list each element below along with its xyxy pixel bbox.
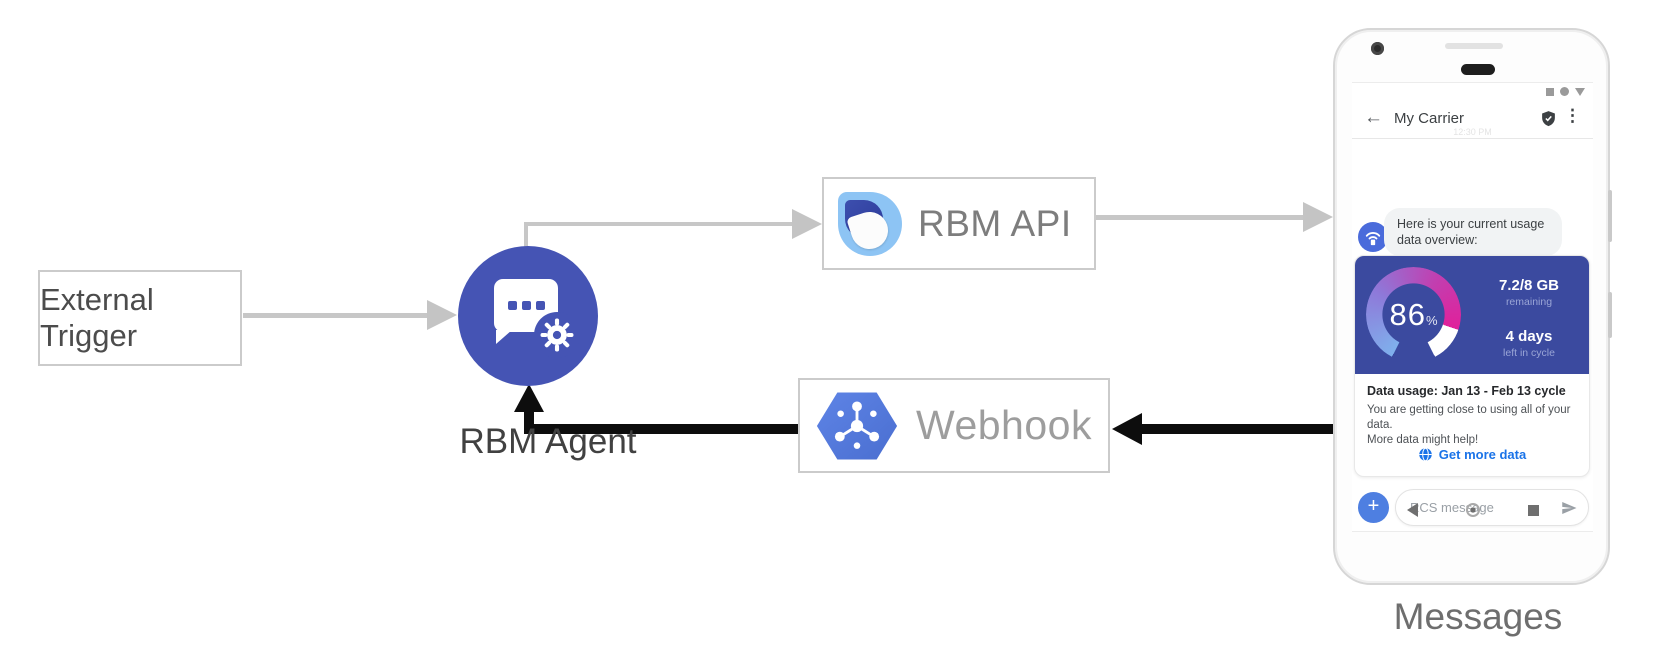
verified-shield-icon [1542,111,1555,127]
arrowhead-api-to-phone [1303,202,1333,232]
front-camera [1371,42,1384,55]
rbm-api-node: RBM API [822,177,1096,270]
usage-card-text: You are getting close to using all of yo… [1367,404,1571,446]
connector-agent-to-api-vertical [524,222,528,250]
connector-phone-to-webhook [1140,424,1334,434]
connector-webhook-to-agent-horizontal [524,424,798,434]
data-remaining-label: remaining [1505,296,1553,308]
rbm-api-label: RBM API [918,202,1072,244]
back-arrow-icon[interactable]: ← [1364,107,1383,128]
speaker-grille [1445,43,1503,49]
power-button[interactable] [1608,292,1612,338]
webhook-node: Webhook [798,378,1110,473]
phone-screen: ← My Carrier ⋮ 12:30 PM Here is your cur… [1352,82,1593,532]
earpiece [1461,64,1495,75]
arrowhead-agent-to-api [792,209,822,239]
usage-card-header: 86 % 7.2/8 GB remaining 4 days left in c… [1355,256,1589,374]
data-remaining-value: 7.2/8 GB [1498,277,1560,294]
usage-rich-card: 86 % 7.2/8 GB remaining 4 days left in c… [1354,255,1590,477]
usage-card-title: Data usage: Jan 13 - Feb 13 cycle [1367,384,1566,398]
bubble-dot [507,301,517,310]
send-icon[interactable] [1560,499,1578,517]
overflow-menu-icon[interactable]: ⋮ [1564,106,1581,125]
connector-agent-to-api-horizontal [524,222,794,226]
days-left-value: 4 days [1505,328,1553,345]
volume-button[interactable] [1608,190,1612,242]
nav-home-icon[interactable] [1465,503,1480,517]
usage-gauge-value: 86 % [1389,296,1438,332]
status-icon-circle [1560,87,1569,96]
conversation-title: My Carrier [1394,110,1464,127]
arrowhead-phone-to-webhook [1112,413,1142,445]
rbm-agent-node [458,246,598,386]
bubble-dot [535,301,545,310]
usage-stats: 7.2/8 GB remaining 4 days left in cycle [1473,256,1585,374]
agent-message-bubble: Here is your current usage data overview… [1384,208,1562,256]
globe-icon [1419,447,1432,462]
agent-avatar [1358,222,1388,252]
usage-card-body: Data usage: Jan 13 - Feb 13 cycle You ar… [1355,374,1589,448]
connector-trigger-to-agent [243,313,429,318]
phone-device: ← My Carrier ⋮ 12:30 PM Here is your cur… [1333,28,1612,585]
rcs-message-input[interactable] [1410,500,1560,515]
nav-back-icon[interactable] [1406,503,1418,517]
status-bar [1546,87,1585,96]
connector-api-to-phone [1096,215,1304,220]
arrowhead-trigger-to-agent [427,300,457,330]
webhook-label: Webhook [916,402,1092,448]
nav-recents-icon[interactable] [1527,504,1539,516]
external-trigger-label: External Trigger [40,282,154,353]
get-more-data-button[interactable]: Get more data [1355,447,1589,462]
usage-gauge [1366,267,1461,362]
rbm-agent-label: RBM Agent [459,422,637,461]
pubsub-hexagon-icon [816,391,898,460]
timestamp: 12:30 PM [1453,127,1492,137]
gear-icon [534,312,580,358]
external-trigger-node: External Trigger [38,270,242,366]
message-input-container [1395,489,1589,526]
status-icon-square [1546,87,1554,96]
compose-attach-button[interactable]: + [1358,492,1389,523]
hotspot-icon [1365,232,1381,246]
rbm-api-logo-icon [838,191,902,256]
status-icon-triangle [1575,87,1585,96]
android-nav-bar [1352,495,1593,525]
messages-app-caption: Messages [1393,596,1563,637]
connector-webhook-to-agent-vertical [524,410,534,434]
app-bar: ← My Carrier ⋮ [1352,98,1593,139]
arrowhead-webhook-to-agent [514,384,544,412]
days-left-label: left in cycle [1503,347,1555,359]
bubble-dot [521,301,531,310]
